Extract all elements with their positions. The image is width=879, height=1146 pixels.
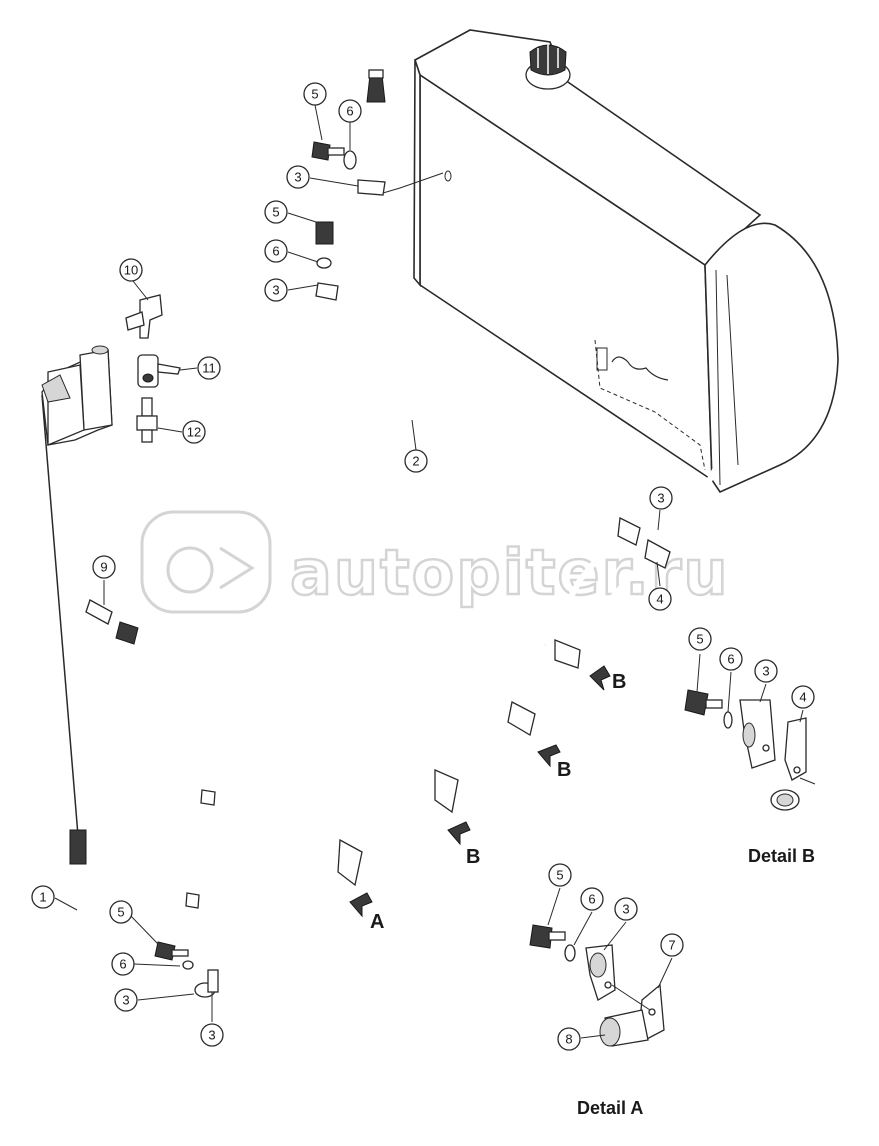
detail-a-parts xyxy=(529,924,665,1047)
svg-text:9: 9 xyxy=(100,560,107,575)
view-arrow-a-label: A xyxy=(370,911,384,933)
view-arrow-b1-label: B xyxy=(612,671,626,693)
pipe-end-fitting xyxy=(69,829,87,865)
svg-text:2: 2 xyxy=(412,454,419,469)
main-pipes xyxy=(41,394,718,1052)
detail-b-parts xyxy=(684,689,816,811)
svg-text:3: 3 xyxy=(622,902,629,917)
view-arrow-a: A xyxy=(349,892,384,933)
callout-3-lower-bottom: 3 xyxy=(200,1023,224,1047)
svg-text:4: 4 xyxy=(799,690,806,705)
view-arrow-b1: B xyxy=(589,665,626,693)
callout-6-mid: 6 xyxy=(264,239,288,263)
detail-b-title: Detail B xyxy=(748,846,815,866)
svg-text:6: 6 xyxy=(346,104,353,119)
svg-text:5: 5 xyxy=(556,868,563,883)
hose-9 xyxy=(85,599,212,901)
view-arrow-b2-label: B xyxy=(557,759,571,781)
callout-5-mid: 5 xyxy=(264,200,288,224)
callout-4-detail-b: 4 xyxy=(791,685,815,709)
bolt-lower-left xyxy=(154,941,194,970)
bolt-mid xyxy=(315,221,334,269)
return-hose xyxy=(315,69,644,647)
callout-6-top: 6 xyxy=(338,99,362,123)
callout-12: 12 xyxy=(182,420,206,444)
detail-a-title: Detail A xyxy=(577,1098,643,1118)
callout-4-right: 4 xyxy=(648,587,672,611)
svg-text:6: 6 xyxy=(588,892,595,907)
callout-6-lower: 6 xyxy=(111,952,135,976)
svg-text:5: 5 xyxy=(311,87,318,102)
straight-fitting-12 xyxy=(136,397,158,443)
callout-3-detail-b: 3 xyxy=(754,659,778,683)
svg-text:3: 3 xyxy=(762,664,769,679)
callout-9: 9 xyxy=(92,555,116,579)
callout-5-lower: 5 xyxy=(109,900,133,924)
svg-text:5: 5 xyxy=(117,905,124,920)
svg-text:6: 6 xyxy=(272,244,279,259)
callout-1: 1 xyxy=(31,885,55,909)
svg-text:6: 6 xyxy=(119,957,126,972)
callout-leaders xyxy=(54,104,804,1039)
fuel-tank xyxy=(413,29,839,494)
svg-text:3: 3 xyxy=(208,1028,215,1043)
callout-3-right: 3 xyxy=(649,486,673,510)
svg-text:5: 5 xyxy=(272,205,279,220)
callout-8-detail-a: 8 xyxy=(557,1027,581,1051)
callout-5-top: 5 xyxy=(303,82,327,106)
filler-cap xyxy=(525,44,571,90)
svg-text:6: 6 xyxy=(727,652,734,667)
svg-text:10: 10 xyxy=(124,263,138,278)
callout-5-detail-b: 5 xyxy=(688,627,712,651)
callout-7-detail-a: 7 xyxy=(660,933,684,957)
callout-2: 2 xyxy=(404,449,428,473)
callout-5-detail-a: 5 xyxy=(548,863,572,887)
view-arrow-b3-label: B xyxy=(466,846,480,868)
bolt-top xyxy=(311,141,357,170)
hose-clip-11 xyxy=(137,354,181,388)
svg-text:3: 3 xyxy=(122,993,129,1008)
view-arrow-b2: B xyxy=(537,744,571,781)
svg-text:3: 3 xyxy=(272,283,279,298)
svg-text:5: 5 xyxy=(696,632,703,647)
callout-10: 10 xyxy=(119,258,143,282)
filter-assembly xyxy=(41,345,113,446)
callout-11: 11 xyxy=(197,356,221,380)
pipe-clamps xyxy=(185,179,671,998)
svg-text:12: 12 xyxy=(187,425,201,440)
callout-3-top: 3 xyxy=(286,165,310,189)
svg-text:1: 1 xyxy=(39,890,46,905)
level-gauge xyxy=(444,170,706,471)
callout-6-detail-b: 6 xyxy=(719,647,743,671)
svg-text:11: 11 xyxy=(202,361,216,376)
svg-text:8: 8 xyxy=(565,1032,572,1047)
callout-3-lower-left: 3 xyxy=(114,988,138,1012)
svg-text:4: 4 xyxy=(656,592,663,607)
svg-text:7: 7 xyxy=(668,938,675,953)
callout-6-detail-a: 6 xyxy=(580,887,604,911)
svg-text:3: 3 xyxy=(294,170,301,185)
svg-text:3: 3 xyxy=(657,491,664,506)
view-arrow-b3: B xyxy=(447,821,480,868)
callout-3-mid: 3 xyxy=(264,278,288,302)
callout-3-detail-a: 3 xyxy=(614,897,638,921)
elbow-fitting-10 xyxy=(125,294,163,339)
